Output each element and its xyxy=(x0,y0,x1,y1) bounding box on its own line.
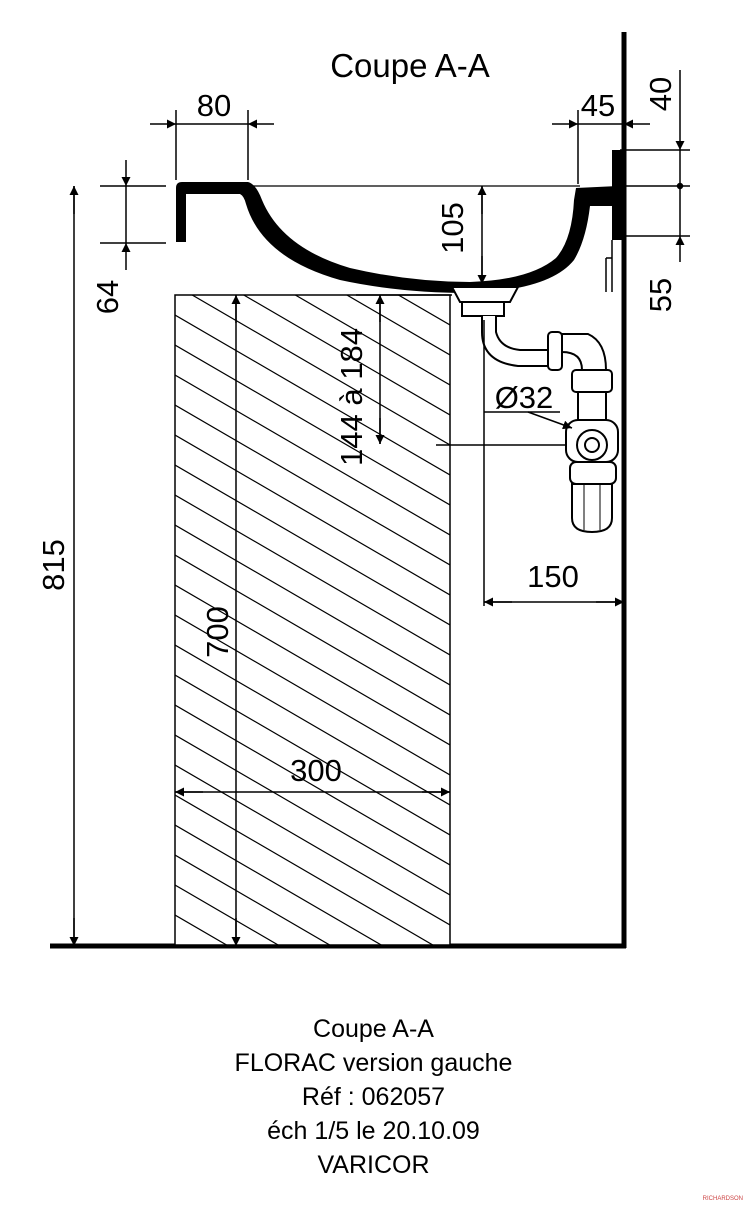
hatch-line xyxy=(175,344,450,506)
hatch-line xyxy=(175,584,450,746)
hatch-line xyxy=(175,734,450,896)
dim-150-label: 150 xyxy=(527,559,579,594)
drawing-title: Coupe A-A xyxy=(330,47,490,84)
dim-64-label: 64 xyxy=(90,280,125,314)
hatch-line xyxy=(175,614,450,776)
dim-815-label: 815 xyxy=(36,539,71,591)
hatch-line xyxy=(448,295,450,296)
hatch-line xyxy=(175,434,450,596)
hatch-line xyxy=(190,295,450,446)
hatch-line xyxy=(294,295,450,386)
caption-material: VARICOR xyxy=(317,1151,430,1179)
dim-45-label: 45 xyxy=(581,88,615,123)
hatch-line xyxy=(175,884,280,945)
hatch-line xyxy=(397,295,450,326)
hatch-line xyxy=(175,314,450,476)
caption-reference: Réf : 062057 xyxy=(301,1083,446,1111)
caption-product: FLORAC version gauche xyxy=(234,1049,513,1077)
dim-55-label: 55 xyxy=(643,278,678,312)
hatch-line xyxy=(175,914,228,945)
hatch-line xyxy=(175,464,450,626)
dim-144-184-label: 144 à 184 xyxy=(334,328,369,466)
hatch-line xyxy=(175,494,450,656)
hatch-line xyxy=(175,824,383,945)
dim-diameter-32-label: Ø32 xyxy=(495,380,554,415)
hatch-line xyxy=(175,704,450,866)
hatch-line xyxy=(175,674,450,836)
dim-105-label: 105 xyxy=(435,202,470,254)
dim-40-label: 40 xyxy=(643,77,678,111)
title-block: Coupe A-A FLORAC version gauche Réf : 06… xyxy=(0,1012,747,1182)
hatch-line xyxy=(175,854,331,945)
basin-profile xyxy=(176,150,624,293)
hatch-line xyxy=(345,295,450,356)
dim-300-label: 300 xyxy=(290,753,342,788)
dim-80-label: 80 xyxy=(197,88,231,123)
hatch-line xyxy=(175,644,450,806)
dimension-lines xyxy=(69,70,690,946)
hatch-line xyxy=(175,794,435,945)
siphon-trap xyxy=(450,286,619,534)
hatch-line xyxy=(242,295,450,416)
cabinet-section xyxy=(174,294,451,946)
hatch-line xyxy=(175,554,450,716)
hatch-line xyxy=(175,374,450,536)
dim-700-label: 700 xyxy=(200,606,235,658)
hatch-line xyxy=(175,524,450,686)
caption-scale-date: éch 1/5 le 20.10.09 xyxy=(267,1117,480,1145)
watermark-logo: RICHARDSON xyxy=(702,1196,743,1202)
caption-section-name: Coupe A-A xyxy=(313,1015,434,1043)
hatch-line xyxy=(175,404,450,566)
